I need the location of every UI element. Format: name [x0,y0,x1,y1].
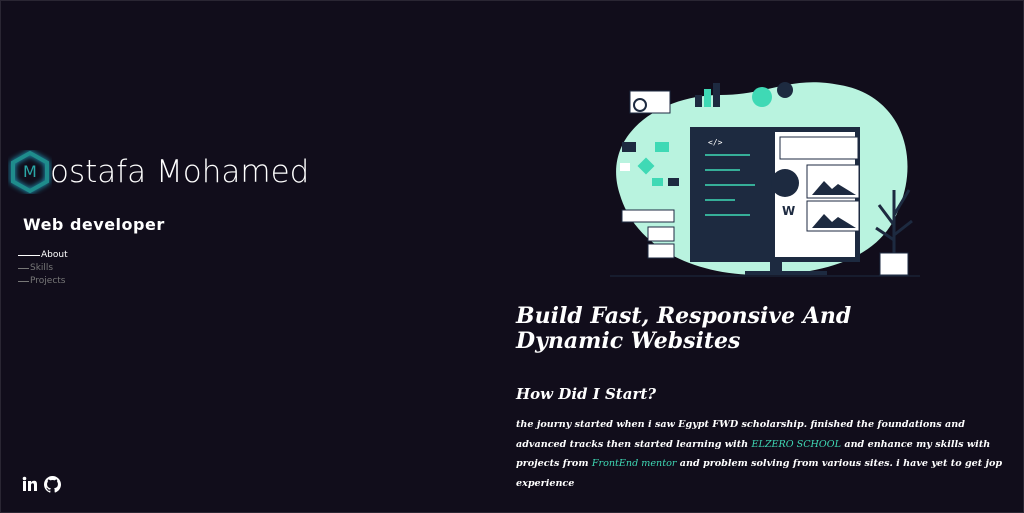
section-nav: About Skills Projects [18,249,68,288]
web-developer-illustration: </> W [610,82,920,277]
hexagon-logo-icon: M [8,150,52,194]
paragraph-text: the journy started when i saw Egypt FWD … [516,419,965,450]
paragraph-text: and problem solving from various sites. … [516,458,1003,489]
logo-letter: M [23,162,37,181]
nav-label: Projects [30,276,66,286]
nav-projects[interactable]: Projects [18,275,68,288]
code-tag: </> [708,138,723,147]
linkedin-icon[interactable] [22,476,38,492]
hero-subtitle: How Did I Start? [516,385,657,403]
nav-label: About [41,250,68,260]
svg-text:W: W [782,204,795,218]
nav-about[interactable]: About [18,249,68,262]
role-title: Web developer [23,215,165,234]
nav-skills[interactable]: Skills [18,262,68,275]
about-paragraph: the journy started when i saw Egypt FWD … [516,415,1016,493]
brand-logo[interactable]: M ostafa Mohamed [8,150,309,194]
hero-title: Build Fast, Responsive And Dynamic Websi… [516,303,852,354]
nav-label: Skills [30,263,54,273]
nav-indicator [18,281,29,282]
site-owner-name: ostafa Mohamed [50,154,310,190]
social-links [22,476,61,493]
nav-indicator [18,268,29,269]
paragraph-text: and enhance my skills with projects from [516,438,991,470]
elzero-school-link[interactable]: ELZERO SCHOOL [751,438,842,450]
github-icon[interactable] [44,476,61,493]
frontend-mentor-link[interactable]: FrontEnd mentor [591,458,677,469]
nav-indicator [18,255,40,256]
